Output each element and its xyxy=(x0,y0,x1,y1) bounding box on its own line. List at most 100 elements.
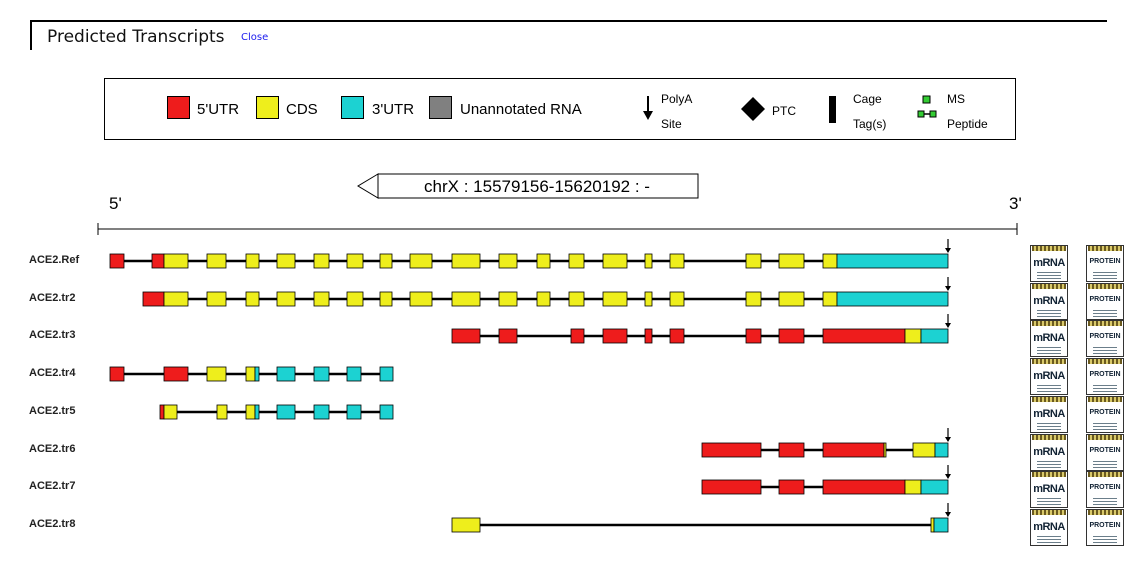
mrna-icon[interactable]: mRNA xyxy=(1030,283,1068,320)
mrna-icon[interactable]: mRNA xyxy=(1030,471,1068,508)
protein-icon[interactable]: PROTEIN xyxy=(1086,358,1124,395)
legend-utr3-swatch xyxy=(341,96,364,119)
exon-utr3 xyxy=(836,291,949,307)
axis-3prime-label: 3' xyxy=(1009,194,1022,213)
exon-utr3 xyxy=(836,253,949,269)
mrna-icon[interactable]: mRNA xyxy=(1030,358,1068,395)
exon-cds xyxy=(245,253,260,269)
exon-utr3 xyxy=(933,517,949,533)
exon-cds xyxy=(644,253,653,269)
exon-utr5 xyxy=(745,328,762,344)
notepad-lines xyxy=(1093,385,1117,392)
mrna-icon[interactable]: mRNA xyxy=(1030,396,1068,433)
exon-cds xyxy=(745,253,762,269)
notepad-binding xyxy=(1088,284,1122,289)
exon-cds xyxy=(206,291,227,307)
notepad-binding xyxy=(1032,321,1066,326)
notepad-binding xyxy=(1088,321,1122,326)
notepad-binding xyxy=(1032,246,1066,251)
transcript-name: ACE2.tr7 xyxy=(29,480,76,492)
exon-cds xyxy=(163,291,189,307)
notepad-lines xyxy=(1093,461,1117,468)
protein-icon-label: PROTEIN xyxy=(1089,522,1121,529)
mrna-icon[interactable]: mRNA xyxy=(1030,320,1068,357)
exon-utr3 xyxy=(934,442,949,458)
exon-cds xyxy=(498,291,518,307)
notepad-lines xyxy=(1093,347,1117,354)
transcript-track[interactable] xyxy=(701,428,951,458)
exon-cds xyxy=(602,291,628,307)
mrna-icon-label: mRNA xyxy=(1033,446,1065,458)
exon-cds xyxy=(822,291,838,307)
exon-utr3 xyxy=(346,404,362,420)
exon-utr3 xyxy=(276,366,296,382)
protein-icon-label: PROTEIN xyxy=(1089,409,1121,416)
exon-utr3 xyxy=(346,366,362,382)
exon-cds xyxy=(778,253,805,269)
legend-ms-line2: Peptide xyxy=(947,117,988,131)
mrna-icon[interactable]: mRNA xyxy=(1030,509,1068,546)
exon-utr5 xyxy=(822,479,906,495)
legend-utr5-swatch xyxy=(167,96,190,119)
exon-cds xyxy=(778,291,805,307)
transcript-track[interactable] xyxy=(109,239,951,269)
transcript-track[interactable] xyxy=(451,314,951,344)
mrna-icon[interactable]: mRNA xyxy=(1030,434,1068,471)
protein-icon[interactable]: PROTEIN xyxy=(1086,434,1124,471)
protein-icon[interactable]: PROTEIN xyxy=(1086,509,1124,546)
exon-utr5 xyxy=(570,328,585,344)
notepad-binding xyxy=(1032,472,1066,477)
exon-utr3 xyxy=(379,366,394,382)
transcript-track[interactable] xyxy=(159,404,394,420)
exon-cds xyxy=(276,253,296,269)
exon-cds xyxy=(379,253,393,269)
transcript-name: ACE2.Ref xyxy=(29,254,80,266)
exon-cds xyxy=(883,442,887,458)
protein-icon[interactable]: PROTEIN xyxy=(1086,396,1124,433)
protein-icon-label: PROTEIN xyxy=(1089,447,1121,454)
cage-tag-icon xyxy=(829,96,836,123)
exon-cds xyxy=(163,253,189,269)
transcript-track[interactable] xyxy=(109,366,394,382)
close-link[interactable]: Close xyxy=(241,32,269,43)
notepad-lines xyxy=(1037,461,1061,468)
ms-peptide-icon xyxy=(917,95,937,118)
protein-icon[interactable]: PROTEIN xyxy=(1086,283,1124,320)
transcript-track[interactable] xyxy=(701,465,951,495)
protein-icon[interactable]: PROTEIN xyxy=(1086,245,1124,282)
notepad-lines xyxy=(1093,536,1117,543)
exon-cds xyxy=(669,253,685,269)
notepad-binding xyxy=(1088,246,1122,251)
notepad-lines xyxy=(1037,310,1061,317)
exon-utr5 xyxy=(498,328,518,344)
notepad-binding xyxy=(1032,284,1066,289)
legend-cage-line2: Tag(s) xyxy=(853,117,887,131)
exon-utr5 xyxy=(701,442,762,458)
notepad-lines xyxy=(1037,423,1061,430)
mrna-icon-label: mRNA xyxy=(1033,295,1065,307)
mrna-icon[interactable]: mRNA xyxy=(1030,245,1068,282)
legend-unannotated-swatch xyxy=(429,96,452,119)
transcript-track[interactable] xyxy=(142,277,951,307)
exon-utr3 xyxy=(254,404,260,420)
locus-box xyxy=(377,173,699,199)
transcript-track[interactable] xyxy=(451,503,951,533)
notepad-binding xyxy=(1032,359,1066,364)
axis-5prime-label: 5' xyxy=(109,194,122,213)
protein-icon[interactable]: PROTEIN xyxy=(1086,471,1124,508)
protein-icon-label: PROTEIN xyxy=(1089,484,1121,491)
exon-utr5 xyxy=(109,366,125,382)
exon-cds xyxy=(822,253,838,269)
polya-arrowhead xyxy=(945,512,951,517)
exon-utr3 xyxy=(920,479,949,495)
exon-cds xyxy=(216,404,228,420)
protein-icon-label: PROTEIN xyxy=(1089,296,1121,303)
exon-utr3 xyxy=(313,404,330,420)
exon-cds xyxy=(245,366,256,382)
exon-cds xyxy=(602,253,628,269)
legend-cds-swatch xyxy=(256,96,279,119)
exon-cds xyxy=(451,517,481,533)
protein-icon[interactable]: PROTEIN xyxy=(1086,320,1124,357)
exon-utr3 xyxy=(379,404,394,420)
locus-label: chrX : 15579156-15620192 : - xyxy=(424,177,650,196)
